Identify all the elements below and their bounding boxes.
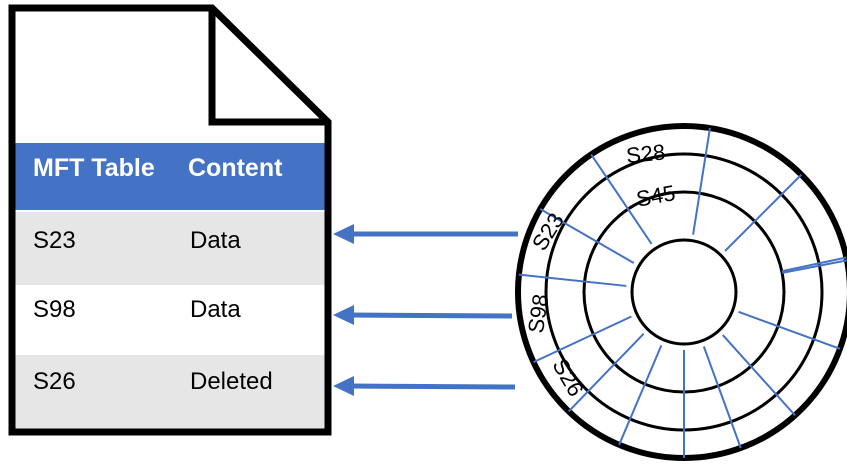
- arrow-to-row-1: [333, 224, 518, 244]
- sector-divider-line: [533, 315, 632, 364]
- table-header-background: [15, 143, 325, 210]
- sector-divider-line: [781, 256, 847, 273]
- sector-divider-line: [539, 208, 635, 264]
- table-row-3-background: [15, 355, 325, 429]
- mft-document: MFT Table Content S23 Data S98 Data S26 …: [8, 4, 332, 436]
- pointer-arrows: [333, 224, 518, 396]
- sector-divider-line: [618, 344, 663, 446]
- sector-divider-line: [590, 153, 653, 245]
- table-header-content: Content: [188, 154, 283, 182]
- document-border: [8, 122, 332, 436]
- table-row-3-id: S26: [33, 368, 76, 395]
- table-row-1-id: S23: [33, 227, 76, 254]
- sector-divider-line: [692, 127, 711, 235]
- sector-divider-line: [738, 310, 841, 350]
- arrow-to-row-3: [333, 376, 516, 396]
- table-row-3-content: Deleted: [190, 368, 273, 395]
- sector-divider-line: [781, 259, 847, 274]
- table-header-mft: MFT Table: [33, 154, 155, 182]
- table-row-1-background: [15, 212, 325, 285]
- sector-divider-line: [518, 273, 627, 287]
- sector-label-s28: S28: [625, 139, 667, 168]
- sector-divider-line: [722, 334, 796, 417]
- sector-divider-line: [702, 346, 742, 449]
- sector-label-s98: S98: [523, 292, 553, 334]
- table-row-2-background: [15, 285, 325, 355]
- table-row-2-content: Data: [190, 296, 241, 323]
- table-row-2-id: S98: [33, 296, 76, 323]
- sector-divider-line: [724, 173, 803, 252]
- disk-platter: S28 S45 S23 S98 S26: [515, 123, 847, 461]
- arrow-to-row-2: [333, 305, 513, 325]
- disk-inner-hub: [630, 238, 738, 346]
- table-row-1-content: Data: [190, 227, 241, 254]
- sector-divider-line: [567, 333, 645, 413]
- document-folded-corner: [208, 8, 328, 126]
- disk-sector-lines: [518, 127, 847, 458]
